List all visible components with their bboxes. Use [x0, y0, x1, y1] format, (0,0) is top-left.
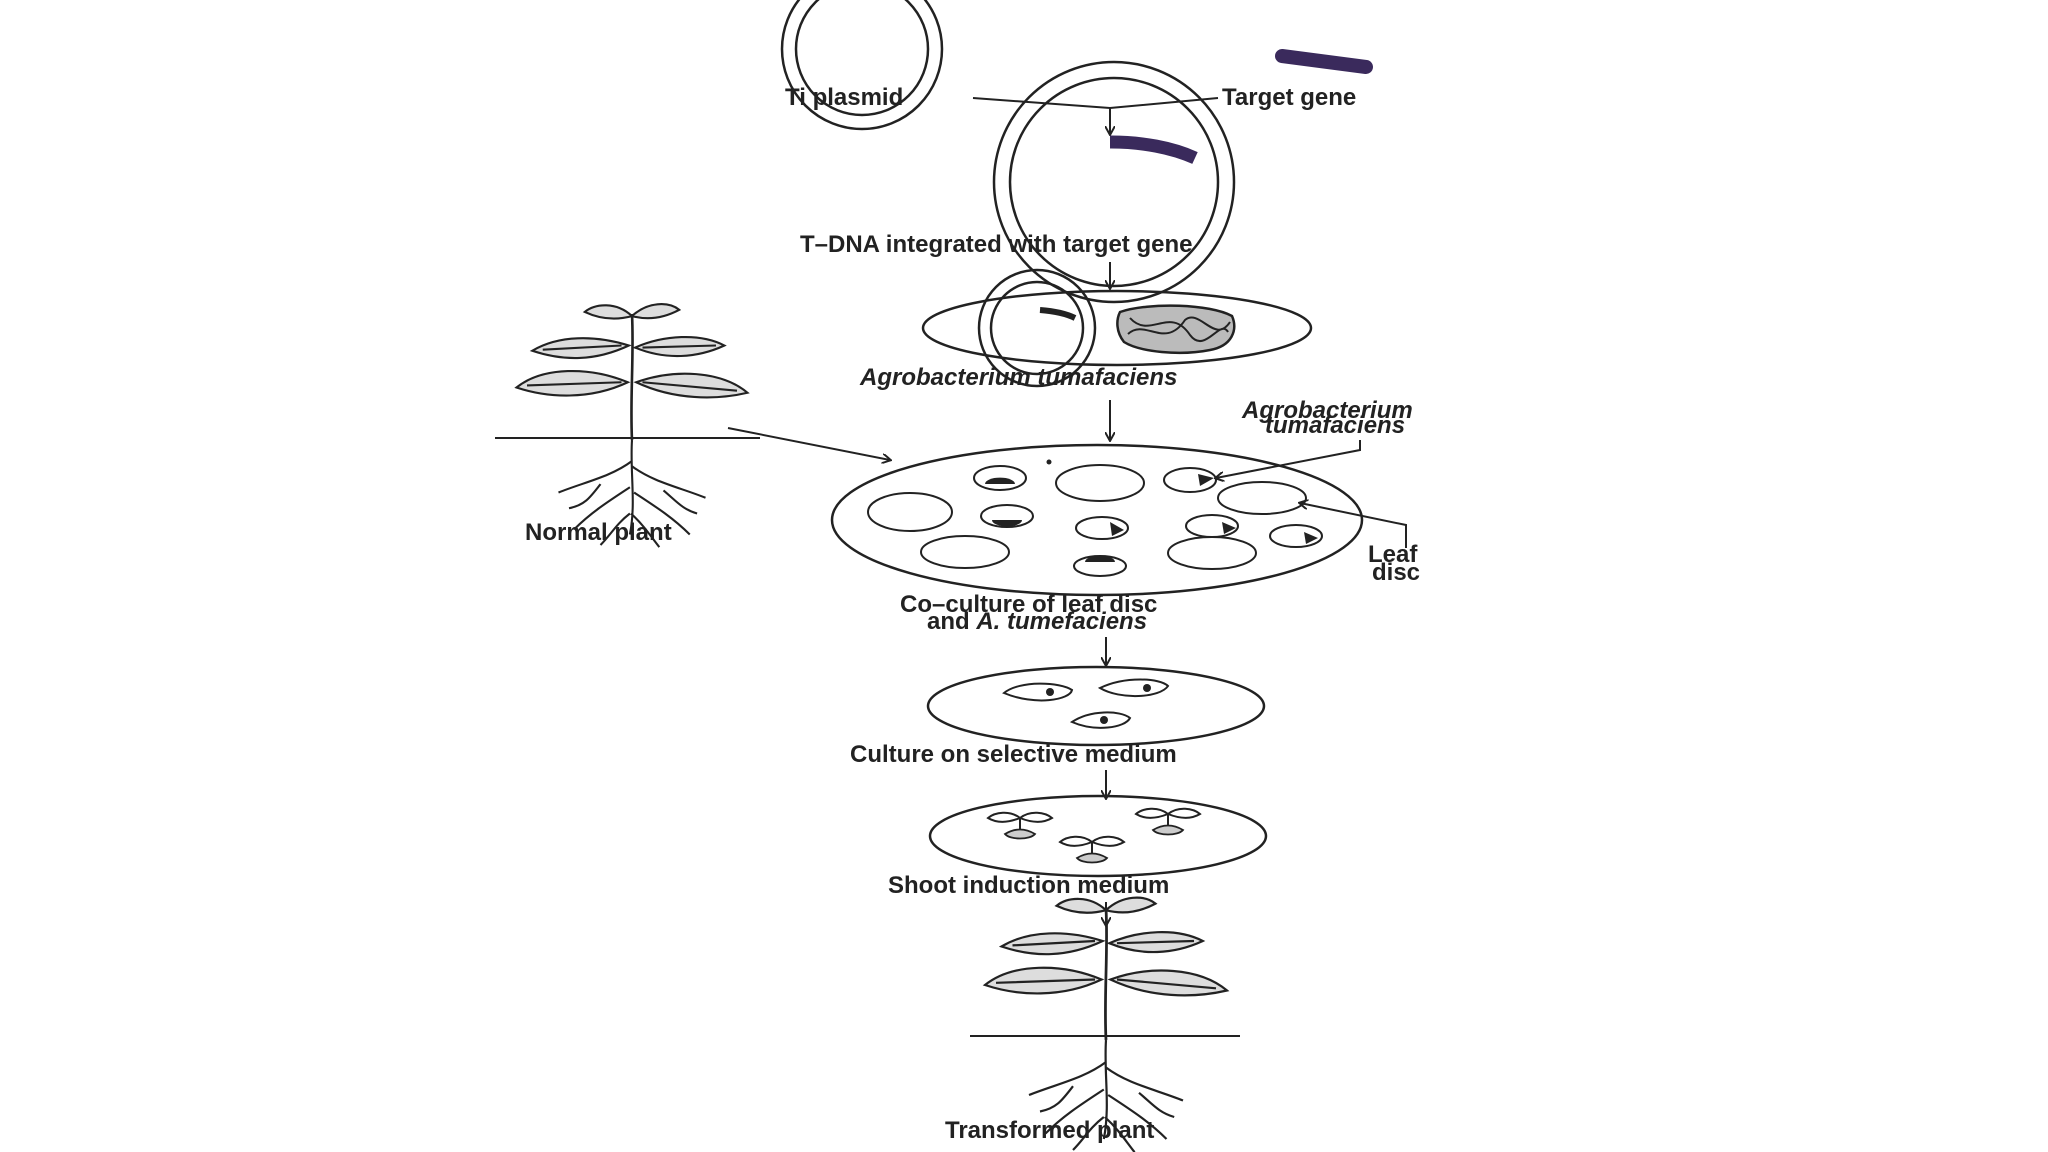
- coculture-label-italic: A. tumefaciens: [975, 608, 1147, 635]
- target-gene-fragment: [1275, 49, 1373, 74]
- leaf-disc-callout-line: [1300, 503, 1407, 548]
- transformed-plant-label: Transformed plant: [945, 1117, 1154, 1144]
- ti-plasmid-label: Ti plasmid: [785, 84, 903, 111]
- leaf-disc-label-line2: disc: [1372, 559, 1420, 586]
- agro-plasmid-outer: [977, 268, 1097, 388]
- coculture-label-line2: and A. tumefaciens: [927, 608, 1147, 635]
- agrobacterium-label: Agrobacterium tumafaciens: [859, 364, 1177, 391]
- transformed-plant-illustration: [983, 896, 1229, 1152]
- shoot-sprouts: [986, 807, 1202, 864]
- plant-to-coculture-arrow: [727, 427, 890, 460]
- tdna-label: T–DNA integrated with target gene: [800, 231, 1192, 258]
- recombinant-plasmid-outer: [992, 60, 1236, 304]
- leaf-discs: [867, 459, 1323, 577]
- selected-leaf-discs: [1002, 678, 1170, 729]
- agro-callout-line: [1216, 440, 1361, 478]
- coculture-label-prefix: and: [927, 608, 976, 635]
- selective-medium-label: Culture on selective medium: [850, 741, 1177, 768]
- target-gene-label: Target gene: [1222, 84, 1356, 111]
- selective-medium-dish: [926, 665, 1266, 747]
- coculture-dish: [830, 443, 1364, 597]
- leaf-disc-label-line1: Leaf: [1368, 541, 1418, 568]
- normal-plant-illustration: [515, 302, 749, 549]
- coculture-label-line1: Co–culture of leaf disc: [900, 591, 1157, 618]
- ti-plasmid-outer-ring: [780, 0, 944, 131]
- agro-plasmid-gene: [1039, 307, 1077, 321]
- shoot-induction-dish: [928, 794, 1268, 878]
- normal-plant-label: Normal plant: [525, 519, 672, 546]
- agro-callout-label-line1: Agrobacterium: [1241, 397, 1413, 424]
- shoot-induction-label: Shoot induction medium: [888, 872, 1169, 899]
- ti-plasmid-inner-ring: [794, 0, 930, 117]
- inserted-gene-segment: [1109, 135, 1198, 164]
- agro-plasmid-inner: [989, 280, 1085, 376]
- agro-callout-label-line2: tumafaciens: [1265, 412, 1405, 439]
- agrobacterium-cell: [921, 289, 1313, 367]
- bacterial-chromosome: [1116, 304, 1236, 355]
